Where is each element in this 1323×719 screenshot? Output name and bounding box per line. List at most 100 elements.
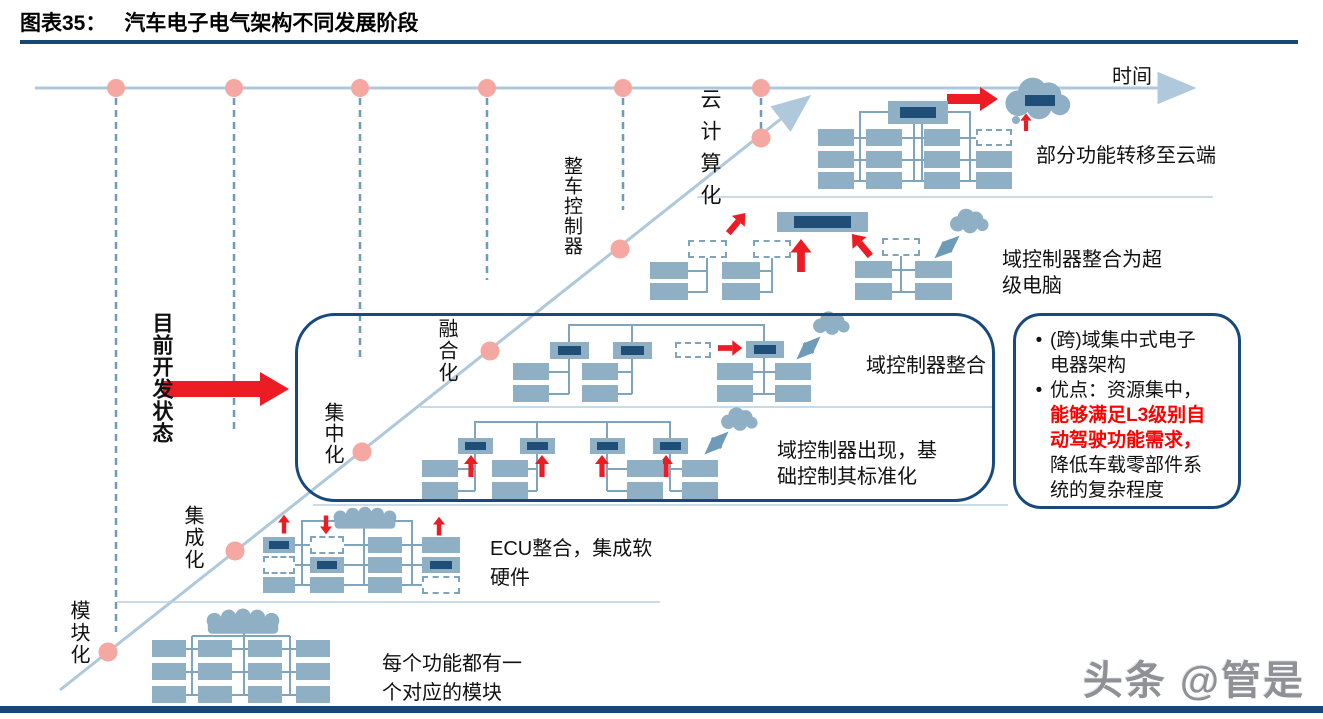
ecu-box bbox=[866, 151, 902, 168]
ecu-box bbox=[263, 577, 295, 593]
cloud-link-arrows bbox=[704, 235, 960, 455]
ecu-box bbox=[976, 172, 1012, 189]
domain-controller-box-dashed bbox=[675, 342, 711, 358]
module-box bbox=[296, 686, 330, 703]
connector-central-stage bbox=[458, 421, 682, 492]
ecu-box bbox=[924, 172, 960, 189]
ecu-box-dashed bbox=[976, 129, 1012, 146]
up-arrow-icon bbox=[1020, 113, 1032, 131]
stage-dots bbox=[98, 128, 771, 662]
module-box bbox=[248, 640, 282, 657]
ecu-box bbox=[368, 577, 402, 593]
diagonal-axis-line bbox=[59, 94, 812, 692]
module-box bbox=[198, 663, 232, 680]
ecu-box bbox=[915, 283, 952, 300]
info-bullet-1-text: (跨)域集中式电子电器架构 bbox=[1050, 330, 1196, 376]
stage-label-integration: 集成化 bbox=[181, 505, 203, 571]
figure-label: 图表35： bbox=[20, 12, 107, 35]
up-arrow-icon bbox=[433, 516, 445, 536]
domain-controller-box-dashed bbox=[882, 238, 920, 256]
ecu-box bbox=[866, 172, 902, 189]
caption-vehicle-controller: 域控制器整合为超级电脑 bbox=[1002, 249, 1162, 297]
ecu-box bbox=[627, 460, 663, 477]
bullet-icon: • bbox=[1035, 330, 1043, 351]
module-box bbox=[296, 640, 330, 657]
up-arrow-icon bbox=[721, 207, 752, 239]
ecu-box bbox=[682, 460, 718, 477]
info-highlight-red: 能够满足L3级别自动驾驶功能需求， bbox=[1050, 405, 1206, 451]
domain-controller-box bbox=[520, 438, 555, 454]
cloud-icon bbox=[950, 208, 989, 234]
domain-controller-box bbox=[653, 438, 688, 454]
caption-fusion: 域控制器整合 bbox=[866, 355, 986, 377]
ecu-box bbox=[722, 283, 760, 300]
ecu-box bbox=[924, 151, 960, 168]
current-state-arrow-icon bbox=[163, 372, 289, 406]
stage-separators bbox=[117, 196, 1213, 603]
ecu-box bbox=[513, 385, 549, 402]
ecu-box bbox=[682, 482, 718, 499]
ecu-box bbox=[722, 262, 760, 279]
cluster-connectors bbox=[186, 111, 976, 696]
ecu-box bbox=[627, 482, 663, 499]
figure-title: 图表35： 汽车电子电气架构不同发展阶段 bbox=[20, 7, 418, 37]
dashed-droplines bbox=[114, 98, 763, 632]
central-controller-box bbox=[888, 101, 948, 124]
ecu-box bbox=[775, 385, 811, 402]
module-box bbox=[152, 686, 186, 703]
ecu-box-dashed bbox=[310, 536, 344, 554]
up-arrow-icon bbox=[845, 228, 878, 262]
ecu-box bbox=[976, 151, 1012, 168]
connector-fusion-stage bbox=[549, 324, 775, 395]
connector-cloud-stage bbox=[854, 111, 976, 182]
up-arrow-icon bbox=[790, 239, 812, 272]
ecu-box bbox=[855, 261, 892, 278]
ecu-box-chip bbox=[422, 557, 460, 573]
ecu-box-dashed bbox=[263, 556, 295, 574]
module-box bbox=[248, 663, 282, 680]
gear-icon bbox=[206, 608, 280, 634]
caption-integration: ECU整合，集成软硬件 bbox=[490, 538, 653, 589]
supercomputer-box bbox=[777, 212, 868, 232]
stage-label-modular: 模块化 bbox=[67, 600, 89, 666]
domain-controller-box-dashed bbox=[753, 240, 791, 258]
domain-controller-box bbox=[458, 438, 493, 454]
ecu-box bbox=[818, 129, 854, 146]
ecu-box bbox=[310, 577, 344, 593]
ecu-box bbox=[582, 385, 618, 402]
ecu-box bbox=[650, 262, 688, 279]
info-bullet-2-text: 优点：资源集中，能够满足L3级别自动驾驶功能需求，降低车载零部件系统的复杂程度 bbox=[1050, 380, 1206, 501]
module-box bbox=[198, 686, 232, 703]
ecu-box bbox=[818, 151, 854, 168]
ecu-box bbox=[368, 537, 402, 553]
domain-controller-box bbox=[613, 342, 652, 359]
to-cloud-arrow-icon bbox=[947, 87, 998, 111]
time-axis-label: 时间 bbox=[1112, 66, 1152, 88]
current-state-label: 目前开发状态 bbox=[150, 312, 173, 444]
stage-label-cloud-computing: 云计算化 bbox=[698, 88, 721, 216]
stage-label-centralization: 集中化 bbox=[321, 402, 343, 465]
stage-label-vehicle-controller: 整车控制器 bbox=[561, 156, 582, 256]
module-box bbox=[248, 686, 282, 703]
domain-controller-box bbox=[550, 342, 589, 359]
ecu-box bbox=[513, 363, 549, 380]
figure-title-text: 汽车电子电气架构不同发展阶段 bbox=[124, 12, 419, 35]
info-bullet-1: • (跨)域集中式电子电器架构 bbox=[1028, 328, 1228, 378]
info-bullet-2: • 优点：资源集中，能够满足L3级别自动驾驶功能需求，降低车载零部件系统的复杂程… bbox=[1028, 378, 1228, 503]
ecu-box bbox=[650, 283, 688, 300]
ecu-box bbox=[717, 363, 753, 380]
cloud-icons bbox=[721, 77, 1071, 431]
ecu-box bbox=[422, 482, 458, 499]
domain-controller-box bbox=[590, 438, 625, 454]
architecture-info-box: • (跨)域集中式电子电器架构 • 优点：资源集中，能够满足L3级别自动驾驶功能… bbox=[1013, 313, 1241, 509]
cloud-computer-chip bbox=[1025, 95, 1055, 106]
red-arrows bbox=[163, 87, 1032, 536]
watermark: 头条 @管是 bbox=[1082, 659, 1305, 703]
ecu-box bbox=[717, 385, 753, 402]
ecu-box bbox=[818, 172, 854, 189]
current-development-outline-box bbox=[295, 313, 995, 502]
domain-controller-box-dashed bbox=[688, 240, 727, 258]
ecu-box bbox=[915, 261, 952, 278]
